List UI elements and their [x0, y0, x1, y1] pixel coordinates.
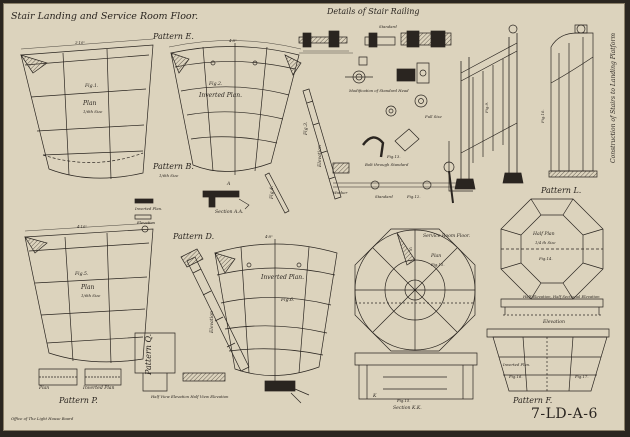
full-size-label: Full Size [425, 114, 442, 119]
stair-railing-side-figure [548, 24, 598, 178]
service-room-floor-figure [354, 228, 478, 400]
railing-details-heading: Details of Stair Railing [327, 7, 420, 16]
sheet-code: 7-LD-A-6 [531, 406, 598, 422]
plan-p-label: Plan [39, 386, 50, 391]
plan-15-label: Plan [431, 254, 442, 259]
section-mark-a: A [227, 182, 231, 187]
section-aa-label: Section A.A. [215, 210, 244, 215]
office-note: Office of The Light House Board [11, 416, 74, 421]
fig3-elevation-label: Elevation [318, 145, 323, 167]
elevation-b-label: Elevation [137, 220, 156, 225]
fig3-label: Fig.3. [304, 121, 309, 135]
fig5-plan-label: Plan [81, 284, 95, 291]
fig6-label: Fig.6. [281, 298, 295, 303]
pattern-f-figure [486, 328, 610, 392]
elevation-f-label: Elevation [543, 320, 565, 325]
fig10-label: Fig.10. [540, 109, 545, 123]
pattern-q-figure [134, 332, 226, 392]
sheet-title: Stair Landing and Service Room Floor. [11, 11, 199, 22]
fig4-label: Fig.4. [270, 185, 275, 199]
fig1-plan-label: Plan [83, 100, 97, 107]
small-details-figure [134, 198, 310, 404]
fig7-elevation-label: Elevation [210, 311, 215, 333]
pattern-l-scale: 1/4 th Size [535, 240, 556, 245]
inverted-plan-b-label: Inverted Plan. [135, 206, 163, 211]
fig2-label: Fig.2. [209, 82, 223, 87]
half-sectional-elevation-figure [500, 298, 604, 316]
drawing-sheet: Stair Landing and Service Room Floor. Pa… [3, 3, 625, 431]
section-kk-label: Section K.K. [393, 406, 422, 411]
dim-top-2: 4'8" [229, 38, 237, 43]
pattern-q-label: Pattern Q. [144, 333, 153, 375]
pattern-f-label: Pattern F. [513, 396, 553, 405]
fig5-label: Fig.5. [75, 272, 89, 277]
fig13-label: Fig.13. [387, 154, 401, 159]
pattern-e-side-strip [264, 172, 290, 214]
modification-label: Modification of Standard Head [349, 88, 409, 93]
standard-label: Standard [375, 194, 393, 199]
fig16-label: Fig.16. [509, 374, 523, 379]
washer-label: Washer [333, 190, 348, 195]
service-room-floor-label: Service Room Floor. [423, 234, 471, 239]
fig17-label: Fig.17. [575, 374, 589, 379]
drawing-linework [20, 24, 610, 404]
dim-top-1: 2'10" [75, 40, 86, 45]
pattern-e-plan-figure [20, 38, 154, 180]
pattern-e-elevation-strip [302, 88, 342, 200]
half-view-label: Half View Elevation Half View Elevation [151, 394, 229, 399]
pattern-d-label: Pattern D. [173, 232, 215, 241]
fig6-inverted-plan-label: Inverted Plan. [261, 274, 305, 281]
pattern-d-elevation-figure [180, 248, 250, 372]
fig15-bottom-label: Fig.15. [397, 398, 411, 403]
half-plan-label: Half Plan [533, 232, 555, 237]
pattern-e-inverted-plan-figure [168, 40, 302, 175]
fig2-inverted-plan-label: Inverted Plan. [199, 92, 243, 99]
fig12-label: Fig.12. [407, 194, 421, 199]
fig14-label: Fig.14. [539, 256, 553, 261]
section-mark-k: K [373, 394, 377, 399]
pattern-b-scale: 1/6th Size [159, 173, 179, 178]
fig1-scale-label: 1/6th Size [83, 109, 103, 114]
section-mark-s: S [409, 248, 413, 253]
pattern-e-label: Pattern E. [153, 32, 194, 41]
pattern-p-figure [38, 368, 122, 386]
dim-mid-1: 4'10" [77, 224, 88, 229]
railing-details-figure [298, 30, 459, 204]
inverted-plan-p-label: Inverted Plan [83, 386, 115, 391]
inverted-plan-f-label: Inverted Plan. [503, 362, 531, 367]
pattern-d-inverted-plan-figure [214, 239, 338, 381]
fig5-scale-label: 1/6th Size [81, 293, 101, 298]
standard-label-top: Standard [379, 24, 397, 29]
pattern-b-label: Pattern B. [153, 162, 194, 171]
stair-railing-elevation-figure [448, 24, 524, 192]
fig9-label: Fig.9. [484, 101, 489, 113]
bolt-through-label: Bolt through Standard [365, 162, 409, 167]
fig15-label: Fig.15. [431, 262, 445, 267]
fig1-label: Fig.1. [85, 84, 99, 89]
pattern-d-plan-figure [24, 222, 154, 364]
pattern-p-label: Pattern P. [59, 396, 98, 405]
section-aa-figure [202, 190, 250, 210]
pattern-l-label: Pattern L. [541, 186, 582, 195]
side-caption: Construction of Stairs to Landing Platfo… [610, 32, 617, 163]
pattern-l-octagon-figure [500, 198, 604, 300]
dim-mid-2: 4'8" [265, 234, 273, 239]
half-elevation-label: Half Elevation, Half Sectional Elevation [523, 294, 600, 299]
